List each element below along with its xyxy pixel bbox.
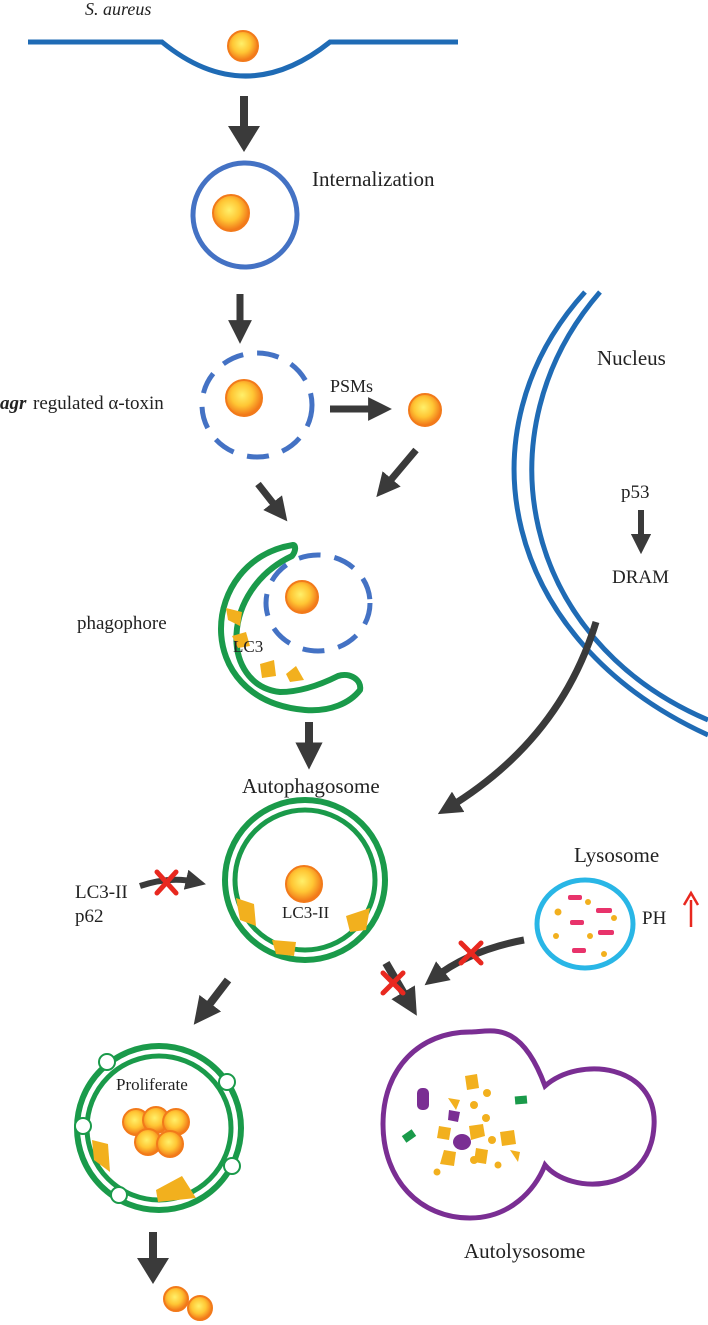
lysosome — [534, 877, 636, 971]
nucleus-label: Nucleus — [597, 346, 666, 370]
p62-label: p62 — [75, 906, 104, 927]
block-x-lc3 — [154, 869, 179, 896]
vacuole-bacterium — [225, 379, 263, 417]
lc3-ii-inner-label: LC3-II — [282, 903, 330, 922]
escaped-bacterium — [408, 393, 442, 427]
block-x-autolysosome — [380, 970, 406, 996]
autolysosome — [380, 1028, 657, 1221]
psms-label: PSMs — [330, 376, 373, 396]
ph-label: PH — [642, 908, 667, 929]
damaged-vacuole-dashed — [199, 350, 315, 460]
nucleus-envelope — [511, 290, 708, 738]
phagophore-membrane — [218, 542, 364, 714]
autophagosome-label: Autophagosome — [242, 774, 380, 798]
dram-label: DRAM — [612, 567, 669, 588]
dram-to-autophagosome-arrow — [437, 620, 600, 815]
autophagosome-lc3-ii — [236, 898, 370, 956]
lc3-proteins — [226, 608, 304, 682]
autophagosome-bacterium — [285, 865, 323, 903]
s-aureus-label: S. aureus — [85, 0, 151, 19]
lysosome-label: Lysosome — [574, 843, 659, 867]
ph-up-arrow-icon — [682, 890, 700, 927]
regulated-toxin-label: regulated α-toxin — [33, 393, 164, 414]
autophagosome-to-proliferate-arrow — [193, 977, 232, 1025]
proliferate-lc3 — [92, 1140, 196, 1202]
proliferate-label: Proliferate — [116, 1075, 188, 1094]
phagophore-bacterium — [285, 580, 319, 614]
phagophore-label: phagophore — [77, 613, 167, 634]
autophagosome-to-autolysosome-arrow — [382, 960, 417, 1016]
arrow-cytosol-to-phagophore — [376, 447, 419, 498]
arrow-vacuole-to-phagophore — [255, 481, 288, 522]
autolysosome-label: Autolysosome — [464, 1239, 585, 1263]
agr-label: agr — [0, 393, 27, 414]
proliferating-bacteria — [122, 1106, 190, 1158]
lc3-label: LC3 — [233, 637, 263, 656]
internalized-bacterium — [212, 194, 250, 232]
release-arrow — [137, 1232, 169, 1284]
lc3-ii-left-label: LC3-II — [75, 882, 128, 903]
endosome-vacuole — [190, 160, 300, 270]
internalization-label: Internalization — [312, 167, 435, 191]
s-aureus-bacterium — [227, 30, 259, 62]
phagophore-dashed-vacuole — [263, 552, 373, 654]
cell-membrane — [28, 39, 458, 79]
block-x-lysosome — [458, 940, 484, 966]
released-bacterium-1 — [163, 1286, 189, 1312]
released-bacterium-2 — [187, 1295, 213, 1321]
arrow-internalize — [228, 96, 260, 152]
p53-label: p53 — [621, 482, 650, 503]
